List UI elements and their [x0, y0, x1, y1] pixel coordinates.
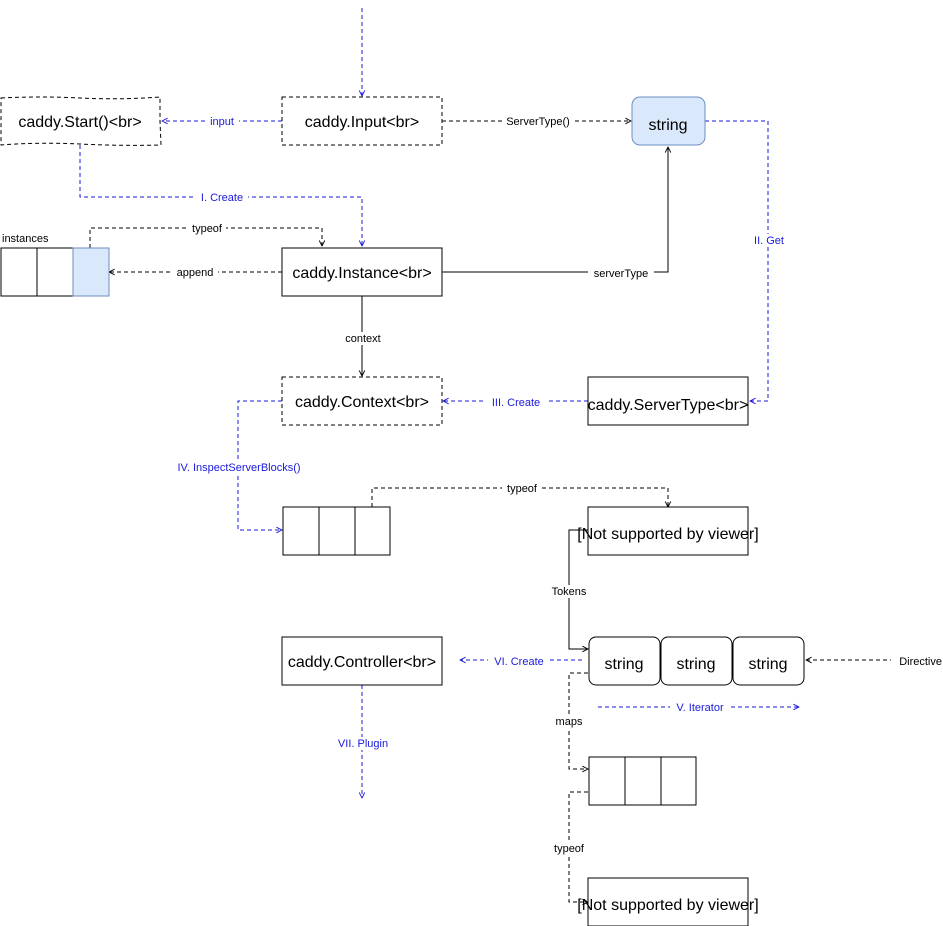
node-instance[interactable]: caddy.Instance<br>: [281, 247, 443, 297]
node-context[interactable]: caddy.Context<br>: [281, 376, 443, 426]
label-plugin-7: VII. Plugin: [338, 738, 388, 750]
edge-instance-to-string: [442, 147, 668, 273]
label-input: input: [210, 116, 234, 128]
token-1[interactable]: string: [588, 636, 661, 686]
label-iterator-5: V. Iterator: [676, 702, 724, 714]
label-typeof-instances: typeof: [192, 223, 223, 235]
node-controller-label: caddy.Controller<br>: [288, 654, 436, 671]
token-2-label: string: [676, 656, 715, 673]
label-directive: Directive: [899, 656, 942, 668]
nodes: caddy.Start()<br> caddy.Input<br> string…: [0, 96, 805, 926]
label-instances-title: instances: [2, 233, 49, 245]
node-instance-label: caddy.Instance<br>: [292, 265, 431, 282]
label-server-type-call: ServerType(): [506, 116, 570, 128]
edges: [79, 8, 943, 902]
label-maps: maps: [556, 716, 583, 728]
node-context-label: caddy.Context<br>: [295, 394, 429, 411]
node-server-type[interactable]: caddy.ServerType<br>: [587, 376, 749, 426]
label-create-6: VI. Create: [494, 656, 544, 668]
label-context: context: [345, 333, 380, 345]
label-get-2: II. Get: [754, 235, 784, 247]
label-create-3: III. Create: [492, 397, 540, 409]
node-string-top[interactable]: string: [631, 96, 706, 146]
token-2[interactable]: string: [660, 636, 733, 686]
label-server-type-field: serverType: [594, 268, 648, 280]
label-tokens: Tokens: [552, 586, 587, 598]
node-server-type-label: caddy.ServerType<br>: [588, 397, 749, 414]
token-3[interactable]: string: [732, 636, 805, 686]
edge-blocks-typeof: [371, 487, 668, 507]
label-typeof-maps: typeof: [554, 843, 585, 855]
label-typeof-blocks: typeof: [507, 483, 538, 495]
maps-array[interactable]: [588, 756, 697, 806]
node-input-label: caddy.Input<br>: [305, 114, 419, 131]
label-inspect-4: IV. InspectServerBlocks(): [177, 462, 300, 474]
edge-string-to-servertype: [705, 120, 769, 401]
token-1-label: string: [604, 656, 643, 673]
node-input[interactable]: caddy.Input<br>: [281, 96, 443, 146]
node-controller[interactable]: caddy.Controller<br>: [281, 636, 443, 686]
edge-labels: input ServerType() I. Create instances t…: [2, 115, 943, 855]
instances-array[interactable]: [0, 247, 110, 297]
label-append: append: [177, 267, 214, 279]
node-start[interactable]: caddy.Start()<br>: [0, 96, 162, 146]
server-blocks-array[interactable]: [282, 506, 391, 556]
node-string-top-label: string: [648, 117, 687, 134]
node-start-label: caddy.Start()<br>: [18, 114, 141, 131]
node-unsupported-1-label: [Not supported by viewer]: [577, 526, 758, 543]
token-3-label: string: [748, 656, 787, 673]
node-unsupported-1[interactable]: [Not supported by viewer]: [577, 506, 759, 556]
node-unsupported-2[interactable]: [Not supported by viewer]: [577, 877, 759, 926]
node-unsupported-2-label: [Not supported by viewer]: [577, 897, 758, 914]
label-create-1: I. Create: [201, 192, 243, 204]
